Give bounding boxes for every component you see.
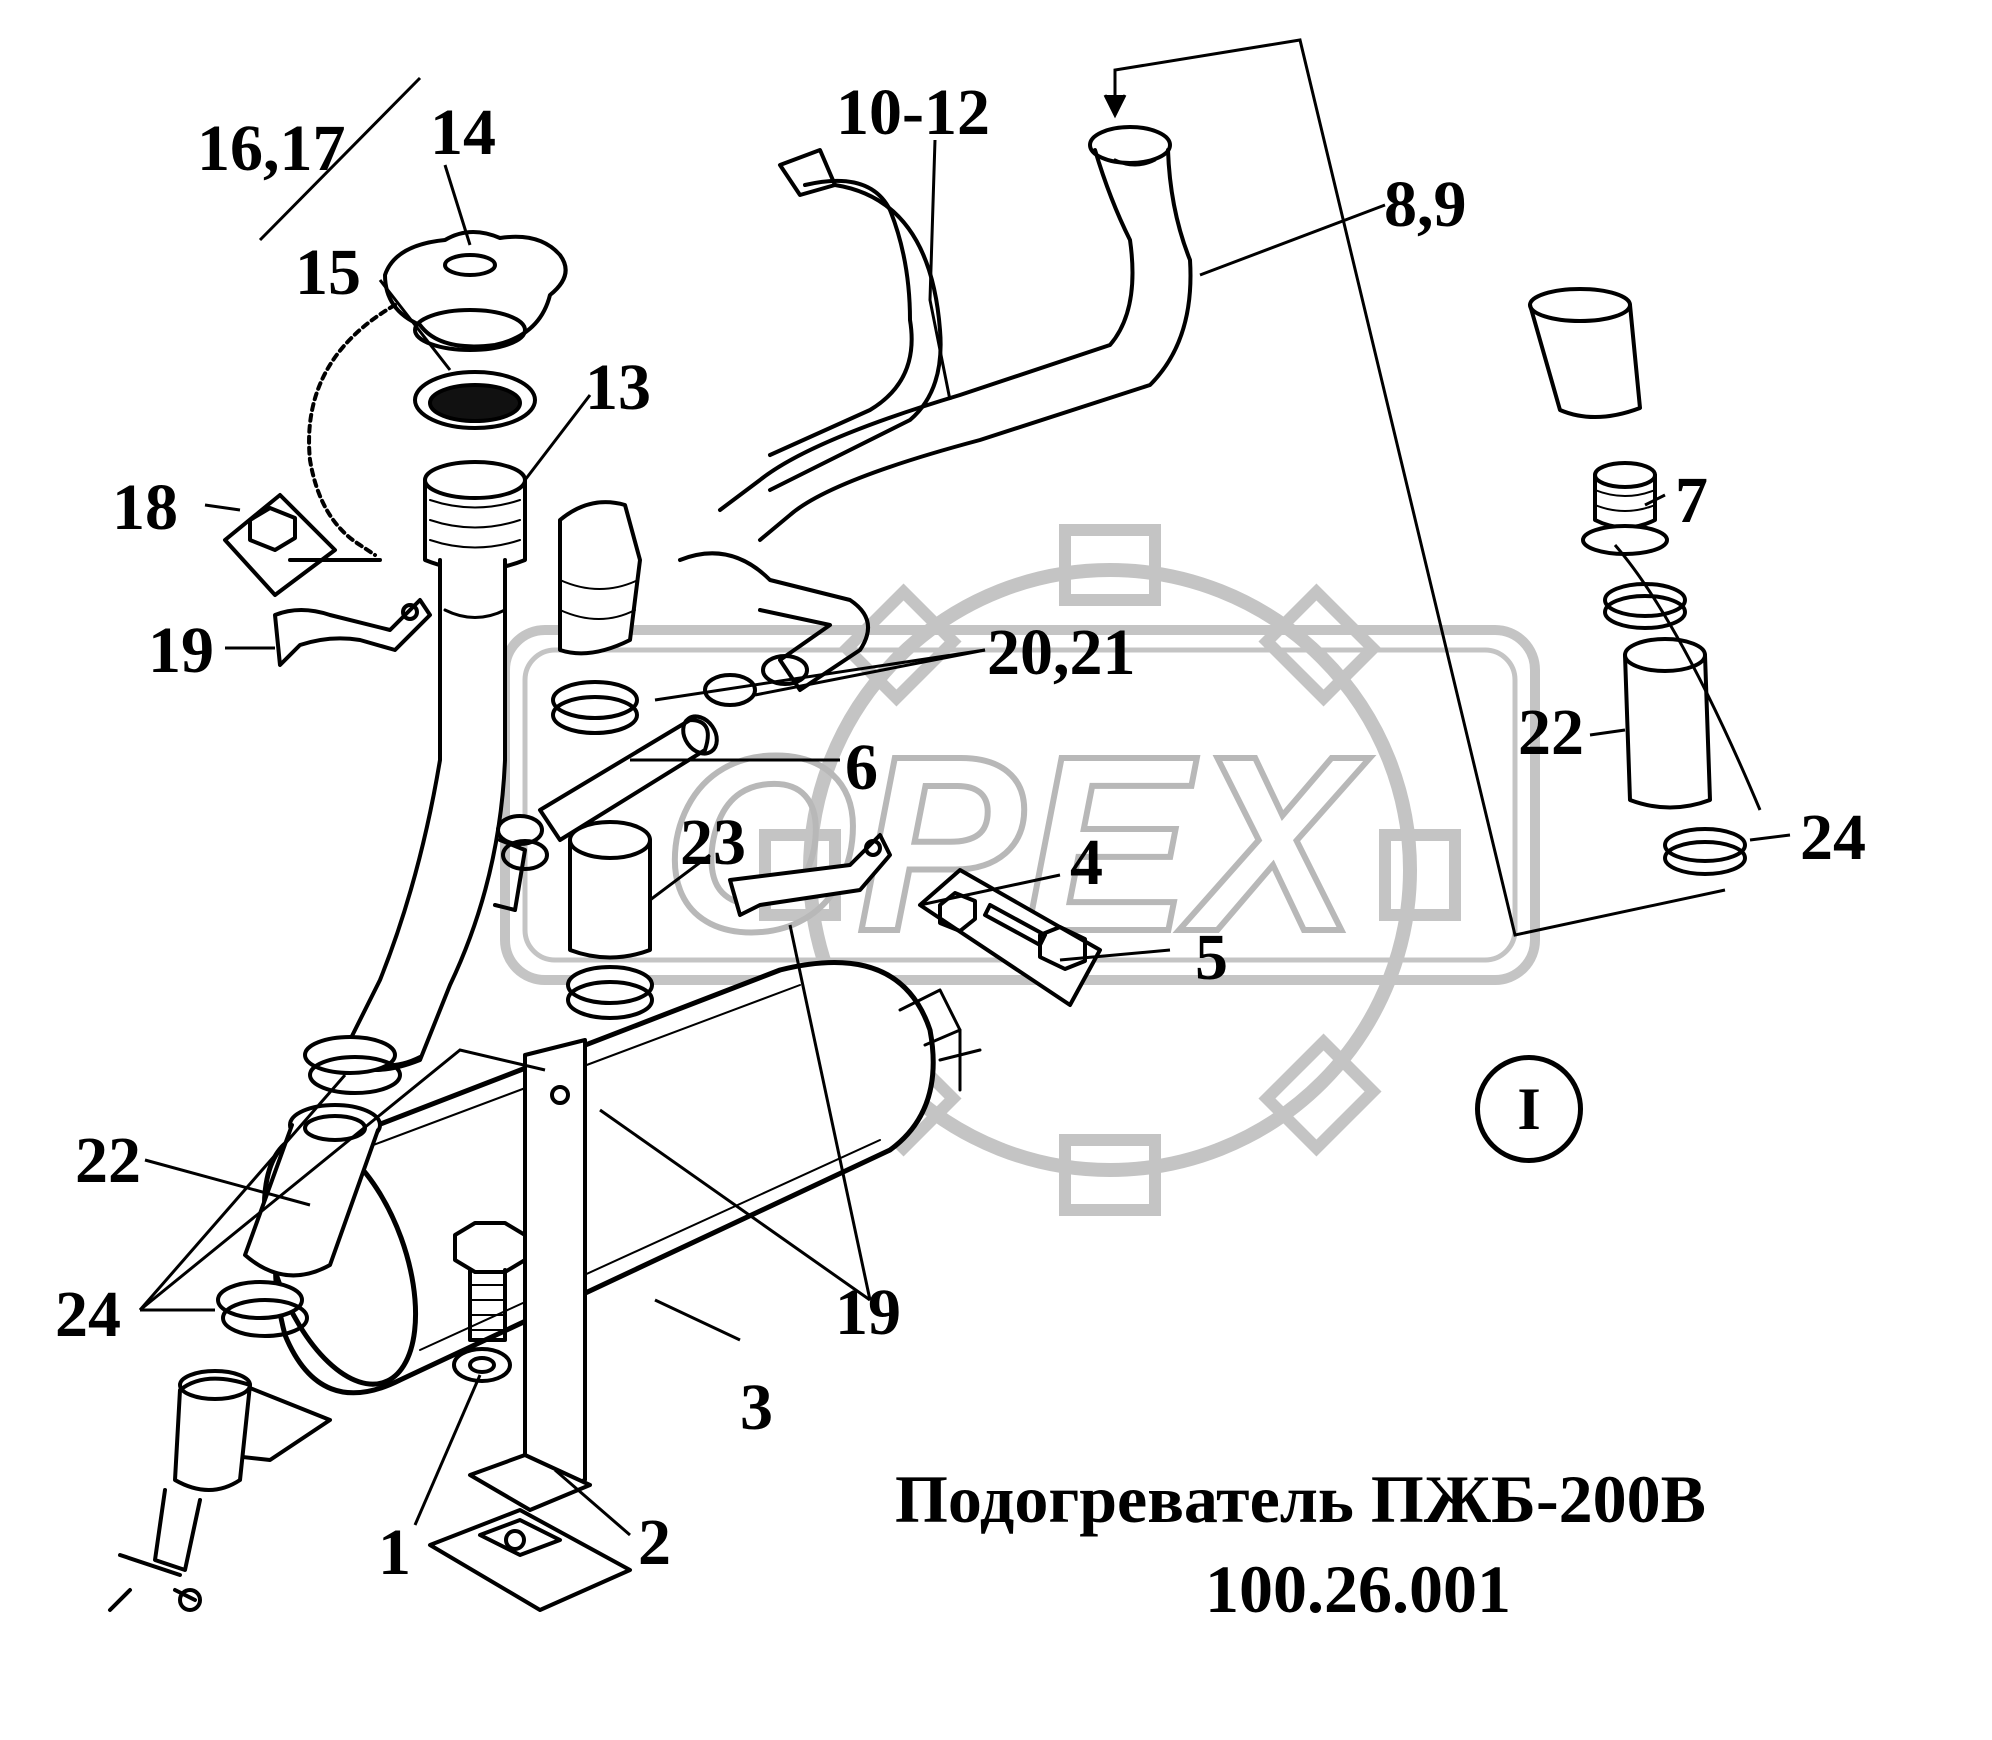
branch-hose — [678, 551, 870, 692]
leader-lines — [138, 38, 1791, 1537]
callout-10-12: 10-12 — [836, 76, 990, 149]
filler-cap — [383, 230, 568, 352]
callout-24-left: 24 — [55, 1278, 121, 1351]
callout-2: 2 — [638, 1506, 671, 1579]
filler-neck — [338, 460, 527, 1072]
callout-19-left: 19 — [148, 614, 214, 687]
callout-14: 14 — [430, 96, 496, 169]
callout-1: 1 — [378, 1516, 411, 1589]
callout-16-17: 16,17 — [197, 112, 346, 185]
callout-22-right: 22 — [1518, 696, 1584, 769]
callout-23: 23 — [680, 806, 746, 879]
cap-gasket — [413, 370, 537, 430]
drain-outlet — [108, 1369, 332, 1612]
sleeve-23 — [568, 820, 652, 960]
bolt-1 — [452, 1221, 527, 1383]
elbow-connector — [558, 500, 642, 656]
cap-chain — [307, 303, 397, 557]
callout-20-21: 20,21 — [987, 616, 1136, 689]
fitting-7 — [1581, 461, 1669, 556]
hose-22-right — [1623, 637, 1712, 810]
diagram-title: Подогреватель ПЖБ-200В — [895, 1461, 1706, 1537]
callout-19-bottom: 19 — [835, 1276, 901, 1349]
clamp-under-23 — [566, 965, 654, 1020]
clamp-24-left-upper — [303, 1035, 402, 1095]
callout-7: 7 — [1675, 464, 1708, 537]
clamp-20-21-a — [551, 680, 639, 735]
callout-22-left: 22 — [75, 1124, 141, 1197]
callout-13: 13 — [585, 351, 651, 424]
clamp-24-right-upper — [1603, 582, 1687, 630]
clamp-24-left-lower — [216, 1280, 309, 1338]
callout-15: 15 — [295, 236, 361, 309]
callout-5: 5 — [1195, 921, 1228, 994]
callout-3: 3 — [740, 1371, 773, 1444]
mounting-bracket — [428, 1038, 632, 1612]
clamp-19-middle — [728, 833, 892, 917]
bolt-assembly-4-5 — [918, 868, 1102, 1007]
callout-18: 18 — [112, 471, 178, 544]
clamp-19-left — [273, 598, 432, 667]
callout-6: 6 — [845, 731, 878, 804]
callout-8-9: 8,9 — [1384, 168, 1467, 241]
view-marker: I — [1475, 1055, 1583, 1163]
clamp-24-right-lower — [1663, 827, 1747, 876]
diagram-part-number: 100.26.001 — [1205, 1551, 1511, 1627]
pipe-8-9 — [718, 125, 1193, 542]
callout-4: 4 — [1070, 826, 1103, 899]
nut-bracket-18 — [223, 493, 382, 597]
pipe-10-12 — [768, 148, 943, 492]
callout-24-right: 24 — [1800, 801, 1866, 874]
clamp-near-hose-6 — [496, 814, 549, 871]
hose-6 — [538, 714, 719, 842]
filter-cup — [1528, 287, 1642, 419]
